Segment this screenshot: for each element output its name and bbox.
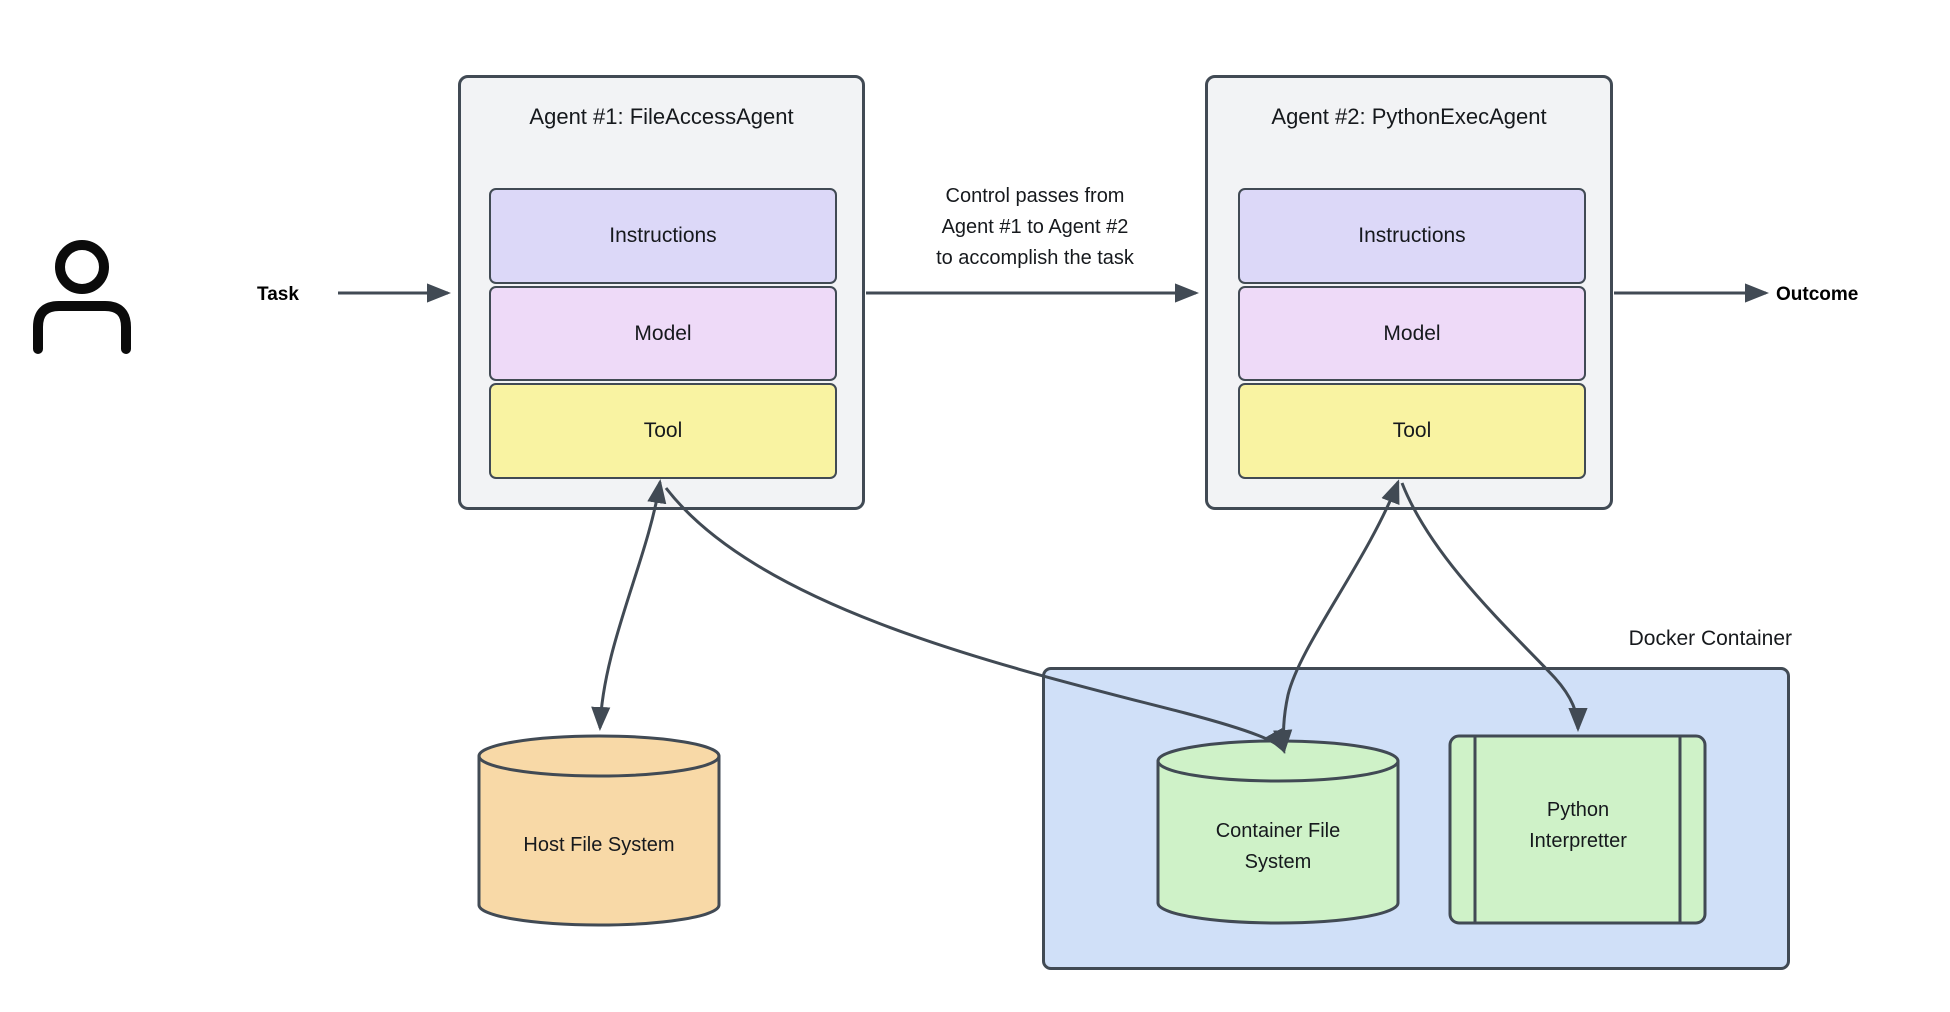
python-interpreter-label: Python Interpretter (1529, 799, 1627, 852)
agent2-title: Agent #2: PythonExecAgent (1271, 104, 1547, 129)
agent2-instructions-box: Instructions (1238, 188, 1586, 284)
agent1-model-box: Model (489, 286, 837, 381)
docker-container-box (1042, 667, 1790, 970)
agent1-tool-box: Tool (489, 383, 837, 479)
agent2-tool-box: Tool (1238, 383, 1586, 479)
control-note-line1: Control passes from (945, 185, 1125, 207)
agent1-instructions-box: Instructions (489, 188, 837, 284)
person-head (55, 240, 109, 294)
control-note-line2: Agent #1 to Agent #2 (941, 216, 1129, 238)
outcome-label: Outcome (1776, 284, 1859, 305)
control-note: Control passes from Agent #1 to Agent #2… (880, 181, 1190, 274)
agent2-model-box: Model (1238, 286, 1586, 381)
task-label: Task (257, 284, 299, 305)
tool1-hostfs-arrow (591, 479, 667, 731)
person-shoulders (33, 301, 131, 354)
control-note-line3: to accomplish the task (936, 247, 1134, 269)
host-file-system-label: Host File System (523, 834, 675, 856)
person-icon (33, 240, 131, 354)
agent2-node: Agent #2: PythonExecAgent Instructions M… (1205, 75, 1613, 510)
container-file-system-label: Container File System (1215, 820, 1341, 873)
agent1-node: Agent #1: FileAccessAgent Instructions M… (458, 75, 865, 510)
agent1-title: Agent #1: FileAccessAgent (529, 104, 794, 129)
cylinder-top (477, 734, 721, 778)
docker-container-label: Docker Container (1628, 627, 1792, 650)
